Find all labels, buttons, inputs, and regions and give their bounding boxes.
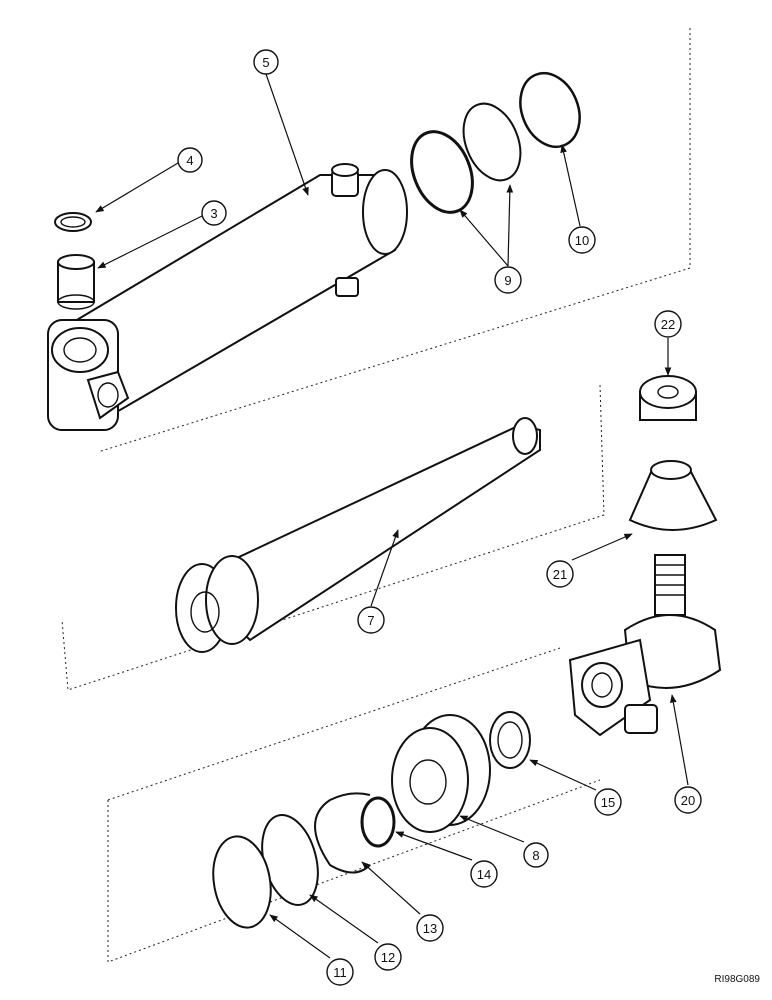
callout-label-10: 10	[575, 233, 589, 248]
assembly-guide-lines	[61, 28, 691, 963]
callout-8: 8	[523, 842, 549, 868]
bushing-part-3	[57, 254, 95, 310]
callout-label-7: 7	[367, 613, 374, 628]
castle-nut	[639, 375, 697, 421]
callout-label-8: 8	[532, 848, 539, 863]
callout-label-13: 13	[423, 921, 437, 936]
ring-parts-11-14	[212, 792, 396, 929]
callout-label-11: 11	[333, 965, 347, 980]
callout-7: 7	[357, 606, 385, 634]
seal-part-15	[489, 711, 531, 769]
callout-20: 20	[674, 786, 702, 814]
callout-4: 4	[177, 147, 203, 173]
callout-label-12: 12	[381, 950, 395, 965]
ring-parts-9-10	[410, 71, 581, 214]
drawing-reference-code: RI98G089	[714, 974, 760, 985]
callout-12: 12	[374, 943, 402, 971]
piston-rod	[175, 417, 541, 653]
callout-21: 21	[546, 560, 574, 588]
callout-label-3: 3	[210, 206, 217, 221]
leader-lines	[95, 73, 689, 959]
callout-3: 3	[201, 200, 227, 226]
callout-label-4: 4	[186, 153, 193, 168]
callout-label-22: 22	[661, 317, 675, 332]
callout-11: 11	[326, 958, 354, 986]
callout-9: 9	[494, 266, 522, 294]
cylinder-barrel	[47, 163, 408, 431]
piston-part-8	[391, 714, 491, 833]
callout-15: 15	[594, 788, 622, 816]
callout-label-9: 9	[504, 273, 511, 288]
callout-22: 22	[654, 310, 682, 338]
callout-5: 5	[253, 49, 279, 75]
callout-14: 14	[470, 860, 498, 888]
rod-end-ball-joint	[568, 554, 722, 737]
callout-10: 10	[568, 226, 596, 254]
callout-13: 13	[416, 914, 444, 942]
callout-label-20: 20	[681, 793, 695, 808]
seal-part-4	[54, 212, 92, 232]
callout-label-14: 14	[477, 867, 491, 882]
callout-label-21: 21	[553, 567, 567, 582]
callout-label-15: 15	[601, 795, 615, 810]
callout-label-5: 5	[262, 55, 269, 70]
dust-boot	[628, 460, 718, 531]
